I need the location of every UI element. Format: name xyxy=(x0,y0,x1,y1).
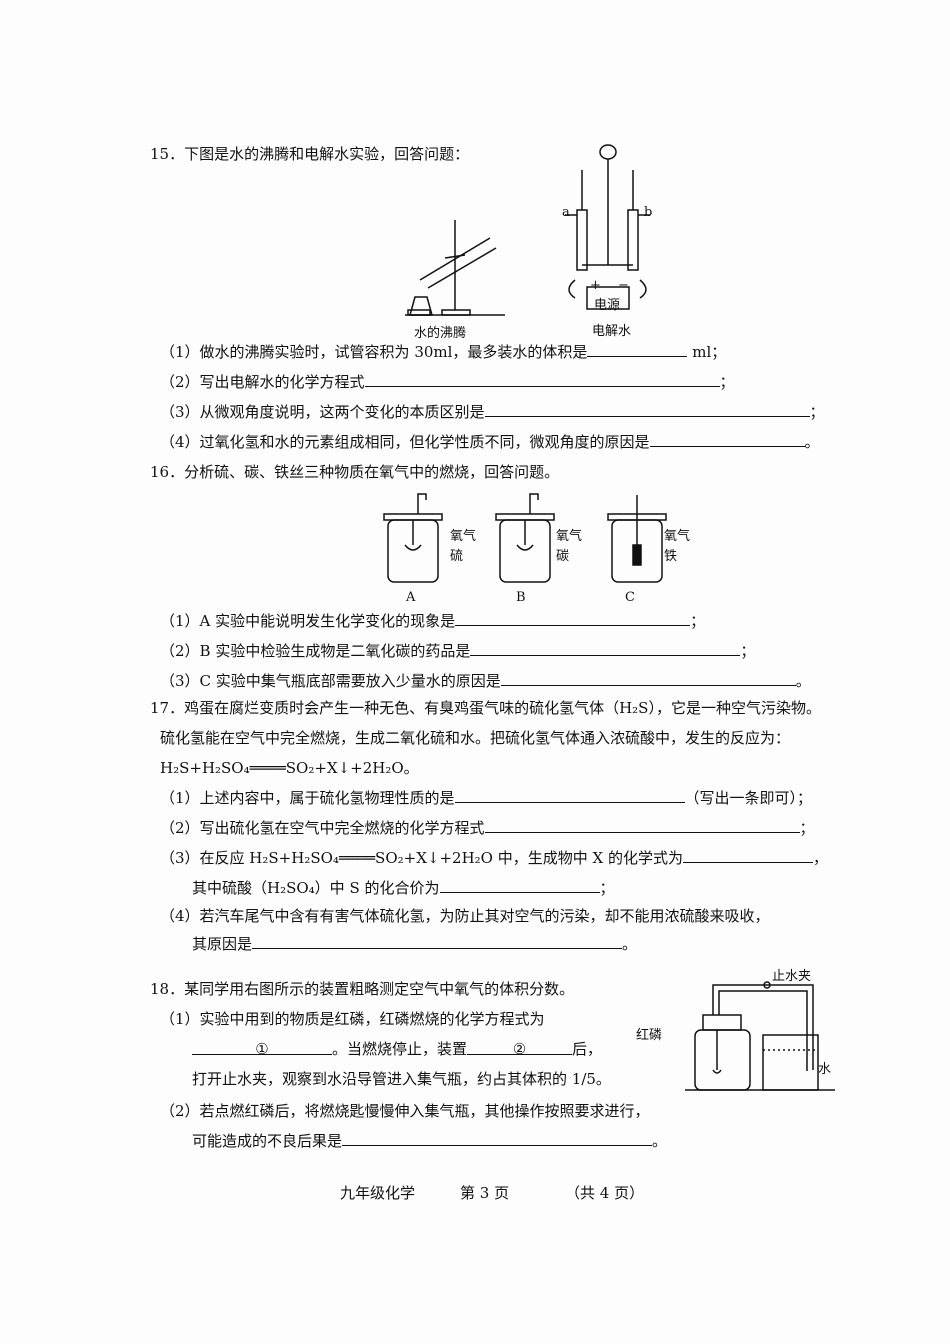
clamp-label: 止水夹 xyxy=(772,969,812,984)
jar-c-label: C xyxy=(625,590,635,605)
answer-blank[interactable] xyxy=(364,372,720,387)
jar-b-gas-label: 氧气 xyxy=(556,529,583,544)
q16-item-2: （2）B 实验中检验生成物是二氧化碳的药品是； xyxy=(160,641,756,660)
q17-equation: H₂S+H₂SO₄════SO₂+X↓+2H₂O。 xyxy=(160,759,419,777)
q17-item-3b: 其中硫酸（H₂SO₄）中 S 的化合价为； xyxy=(192,878,615,897)
q15-item-3: （3）从微观角度说明，这两个变化的本质区别是； xyxy=(160,402,825,421)
answer-blank[interactable] xyxy=(470,641,741,656)
answer-blank[interactable] xyxy=(500,671,796,686)
q15-item-2: （2）写出电解水的化学方程式； xyxy=(160,372,735,391)
jar-a-substance-label: 硫 xyxy=(450,549,464,564)
footer-page: 第 3 页 xyxy=(460,1184,510,1202)
combustion-jars-figure xyxy=(383,493,667,583)
footer-subject: 九年级化学 xyxy=(340,1184,416,1202)
answer-blank[interactable] xyxy=(439,878,600,893)
q17-item-1: （1）上述内容中，属于硫化氢物理性质的是（写出一条即可）； xyxy=(160,788,813,807)
answer-blank[interactable] xyxy=(342,1131,653,1146)
electrode-label-a: a xyxy=(562,205,570,220)
q17-item-2: （2）写出硫化氢在空气中完全燃烧的化学方程式； xyxy=(160,818,815,837)
electrolysis-apparatus-figure xyxy=(565,144,650,310)
q17-item-4b: 其原因是。 xyxy=(192,934,638,953)
q17-stem-line-2: 硫化氢能在空气中完全燃烧，生成二氧化硫和水。把硫化氢气体通入浓硫酸中，发生的反应… xyxy=(160,729,791,747)
answer-blank-1[interactable]: ① xyxy=(192,1040,332,1058)
q18-item-1c: 打开止水夹，观察到水沿导管进入集气瓶，约占其体积的 1/5。 xyxy=(192,1070,611,1088)
answer-blank[interactable] xyxy=(682,848,813,863)
answer-blank[interactable] xyxy=(455,611,691,626)
plus-label: + xyxy=(590,278,601,293)
minus-label: − xyxy=(618,278,629,293)
q18-stem: 18．某同学用右图所示的装置粗略测定空气中氧气的体积分数。 xyxy=(150,980,575,998)
q16-item-3: （3）C 实验中集气瓶底部需要放入少量水的原因是。 xyxy=(160,671,811,690)
q15-item-4: （4）过氧化氢和水的元素组成相同，但化学性质不同，微观角度的原因是。 xyxy=(160,432,820,451)
jar-c-gas-label: 氧气 xyxy=(664,529,691,544)
power-supply-label: 电源 xyxy=(594,298,621,313)
answer-blank[interactable] xyxy=(587,342,688,357)
electrode-label-b: b xyxy=(644,205,653,220)
jar-b-substance-label: 碳 xyxy=(556,549,570,564)
q18-item-2: （2）若点燃红磷后，将燃烧匙慢慢伸入集气瓶，其他操作按照要求进行， xyxy=(160,1102,650,1120)
q18-item-1: （1）实验中用到的物质是红磷，红磷燃烧的化学方程式为 xyxy=(160,1010,545,1028)
q15-item-1: （1）做水的沸腾实验时，试管容积为 30ml，最多装水的体积是 ml； xyxy=(160,342,727,361)
q15-stem: 15．下图是水的沸腾和电解水实验，回答问题： xyxy=(150,145,470,163)
footer-total: （共 4 页） xyxy=(565,1184,645,1202)
jar-c-substance-label: 铁 xyxy=(664,549,678,564)
q18-item-2b: 可能造成的不良后果是。 xyxy=(192,1131,668,1150)
red-phosphorus-label: 红磷 xyxy=(636,1028,663,1043)
water-label: 水 xyxy=(818,1062,832,1077)
jar-b-label: B xyxy=(516,590,526,605)
answer-blank[interactable] xyxy=(649,432,805,447)
jar-a-gas-label: 氧气 xyxy=(450,529,477,544)
q16-item-1: （1）A 实验中能说明发生化学变化的现象是； xyxy=(160,611,706,630)
answer-blank[interactable] xyxy=(484,818,800,833)
oxygen-measurement-apparatus-figure xyxy=(685,981,835,1091)
q17-stem-line-1: 17．鸡蛋在腐烂变质时会产生一种无色、有臭鸡蛋气味的硫化氢气体（H₂S），它是一… xyxy=(150,699,821,717)
boiling-caption: 水的沸腾 xyxy=(414,326,467,341)
jar-a-label: A xyxy=(406,590,416,605)
electrolysis-caption: 电解水 xyxy=(592,324,632,339)
answer-blank-2[interactable]: ② xyxy=(467,1040,573,1058)
answer-blank[interactable] xyxy=(454,788,685,803)
answer-blank[interactable] xyxy=(484,402,810,417)
answer-blank[interactable] xyxy=(252,934,623,949)
q17-item-3: （3）在反应 H₂S+H₂SO₄════SO₂+X↓+2H₂O 中，生成物中 X… xyxy=(160,848,828,867)
boiling-apparatus-figure xyxy=(405,220,505,316)
q17-item-4: （4）若汽车尾气中含有有害气体硫化氢，为防止其对空气的污染，却不能用浓硫酸来吸收… xyxy=(160,907,770,925)
q16-stem: 16．分析硫、碳、铁丝三种物质在氧气中的燃烧，回答问题。 xyxy=(150,463,560,481)
